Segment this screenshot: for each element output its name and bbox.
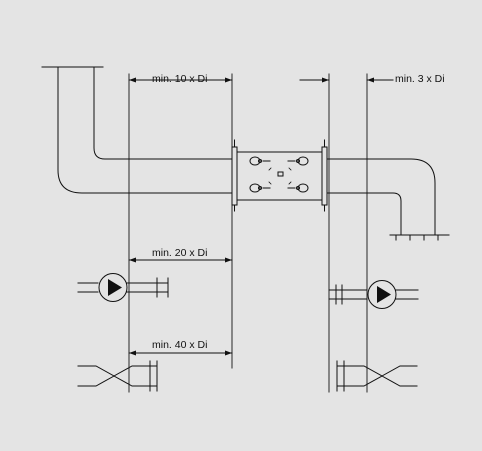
label-min-40-di: min. 40 x Di xyxy=(152,339,208,351)
center-marker xyxy=(277,171,284,177)
upstream-pipe xyxy=(41,66,233,194)
label-min-10-di: min. 10 x Di xyxy=(152,73,208,85)
dimension-min-10-di xyxy=(128,77,233,83)
electrode-icon xyxy=(249,183,271,193)
valve-upstream xyxy=(77,360,158,392)
reference-lines xyxy=(128,73,368,393)
label-min-3-di: min. 3 x Di xyxy=(395,73,445,85)
pump-upstream xyxy=(77,273,169,302)
dimension-min-3-di xyxy=(299,77,394,83)
flowmeter xyxy=(231,139,328,212)
pump-icon xyxy=(377,286,391,303)
downstream-pipe xyxy=(326,158,450,241)
label-min-20-di: min. 20 x Di xyxy=(152,247,208,259)
dimension-min-20-di xyxy=(128,257,233,263)
pump-downstream xyxy=(328,280,419,309)
electrode-icon xyxy=(249,156,271,166)
dimension-min-40-di xyxy=(128,350,233,356)
pump-icon xyxy=(108,279,122,296)
electrode-icon xyxy=(287,183,309,193)
valve-downstream xyxy=(336,360,418,392)
electrode-icon xyxy=(287,156,309,166)
